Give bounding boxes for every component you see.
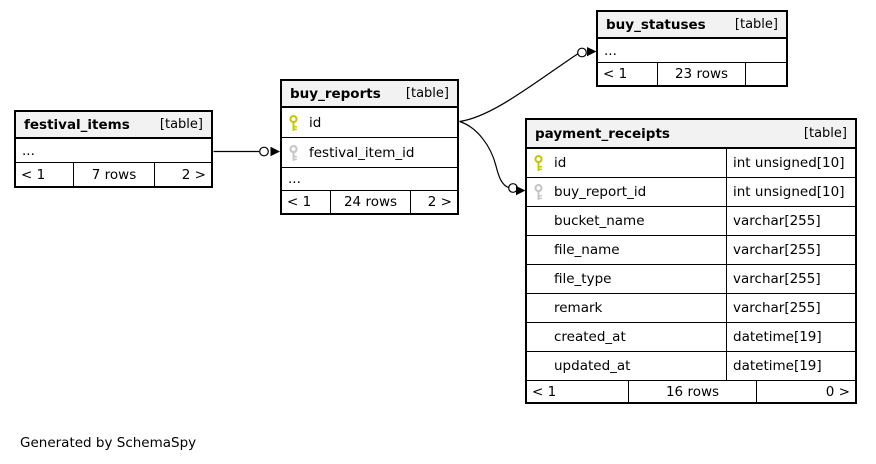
collapsed-columns-row: ... xyxy=(282,168,457,191)
table-buy-reports: buy_reports [table] id xyxy=(280,79,459,215)
row-count: 24 rows xyxy=(330,191,410,213)
row-count: 7 rows xyxy=(73,163,154,186)
collapsed-columns-row: ... xyxy=(16,139,211,163)
column-name: file_type xyxy=(554,271,612,287)
table-tag: [table] xyxy=(159,117,203,132)
generated-by-credit: Generated by SchemaSpy xyxy=(20,435,197,451)
column-name: remark xyxy=(554,300,603,316)
pager-prev: < 1 xyxy=(21,166,46,183)
column-type: datetime[19] xyxy=(726,352,855,380)
table-footer: < 1 24 rows 2 > xyxy=(282,191,457,213)
table-name: payment_receipts xyxy=(535,125,670,142)
table-footer: < 1 7 rows 2 > xyxy=(16,163,211,186)
column-name: created_at xyxy=(554,329,626,345)
column-row-updated-at: updated_at datetime[19] xyxy=(527,352,855,381)
column-name: file_name xyxy=(554,242,620,258)
row-count: 23 rows xyxy=(657,63,745,85)
column-row-festival-item-id: festival_item_id xyxy=(282,138,457,168)
column-name: bucket_name xyxy=(554,213,645,229)
column-row-bucket-name: bucket_name varchar[255] xyxy=(527,207,855,236)
pager-next: 0 > xyxy=(756,381,855,402)
column-row-id: id xyxy=(282,108,457,138)
column-row-file-type: file_type varchar[255] xyxy=(527,265,855,294)
table-footer: < 1 16 rows 0 > xyxy=(527,381,855,402)
table-footer: < 1 23 rows xyxy=(598,63,786,85)
table-tag: [table] xyxy=(405,86,449,101)
table-header-festival-items[interactable]: festival_items [table] xyxy=(16,112,211,139)
table-payment-receipts: payment_receipts [table] id int unsigned… xyxy=(525,118,857,404)
table-tag: [table] xyxy=(803,126,847,141)
pager-prev: < 1 xyxy=(287,194,312,210)
table-name: buy_statuses xyxy=(606,16,706,33)
column-type: int unsigned[10] xyxy=(726,178,855,206)
relation-festival-items-to-buy-reports xyxy=(213,146,280,157)
primary-key-icon xyxy=(288,114,300,131)
primary-key-icon xyxy=(533,155,545,171)
column-name: updated_at xyxy=(554,358,631,374)
column-name: id xyxy=(309,114,322,131)
table-header-buy-reports[interactable]: buy_reports [table] xyxy=(282,81,457,108)
column-row-remark: remark varchar[255] xyxy=(527,294,855,323)
foreign-key-icon xyxy=(533,184,545,200)
row-count: 16 rows xyxy=(628,381,756,402)
table-tag: [table] xyxy=(734,17,778,32)
table-header-buy-statuses[interactable]: buy_statuses [table] xyxy=(598,12,786,39)
pager-prev: < 1 xyxy=(603,66,628,82)
collapsed-columns-row: ... xyxy=(598,39,786,63)
column-type: varchar[255] xyxy=(726,236,855,264)
column-name: id xyxy=(554,155,567,171)
table-name: buy_reports xyxy=(290,85,381,102)
relation-buy-reports-to-buy-statuses xyxy=(459,47,597,123)
column-name: buy_report_id xyxy=(554,184,647,200)
column-row-created-at: created_at datetime[19] xyxy=(527,323,855,352)
column-type: datetime[19] xyxy=(726,323,855,351)
column-type: varchar[255] xyxy=(726,265,855,293)
column-row-file-name: file_name varchar[255] xyxy=(527,236,855,265)
column-row-id: id int unsigned[10] xyxy=(527,149,855,178)
pager-prev: < 1 xyxy=(532,383,557,400)
table-header-payment-receipts[interactable]: payment_receipts [table] xyxy=(527,120,855,149)
column-name: festival_item_id xyxy=(309,144,415,161)
table-buy-statuses: buy_statuses [table] ... < 1 23 rows xyxy=(596,10,788,87)
table-name: festival_items xyxy=(24,116,130,133)
foreign-key-icon xyxy=(288,144,300,161)
relation-buy-reports-to-payment-receipts xyxy=(459,120,526,196)
pager-next: 2 > xyxy=(154,163,211,186)
pager-next xyxy=(745,63,786,85)
column-type: varchar[255] xyxy=(726,207,855,235)
column-type: int unsigned[10] xyxy=(726,149,855,177)
column-row-buy-report-id: buy_report_id int unsigned[10] xyxy=(527,178,855,207)
pager-next: 2 > xyxy=(410,191,457,213)
table-festival-items: festival_items [table] ... < 1 7 rows 2 … xyxy=(14,110,213,188)
column-type: varchar[255] xyxy=(726,294,855,322)
